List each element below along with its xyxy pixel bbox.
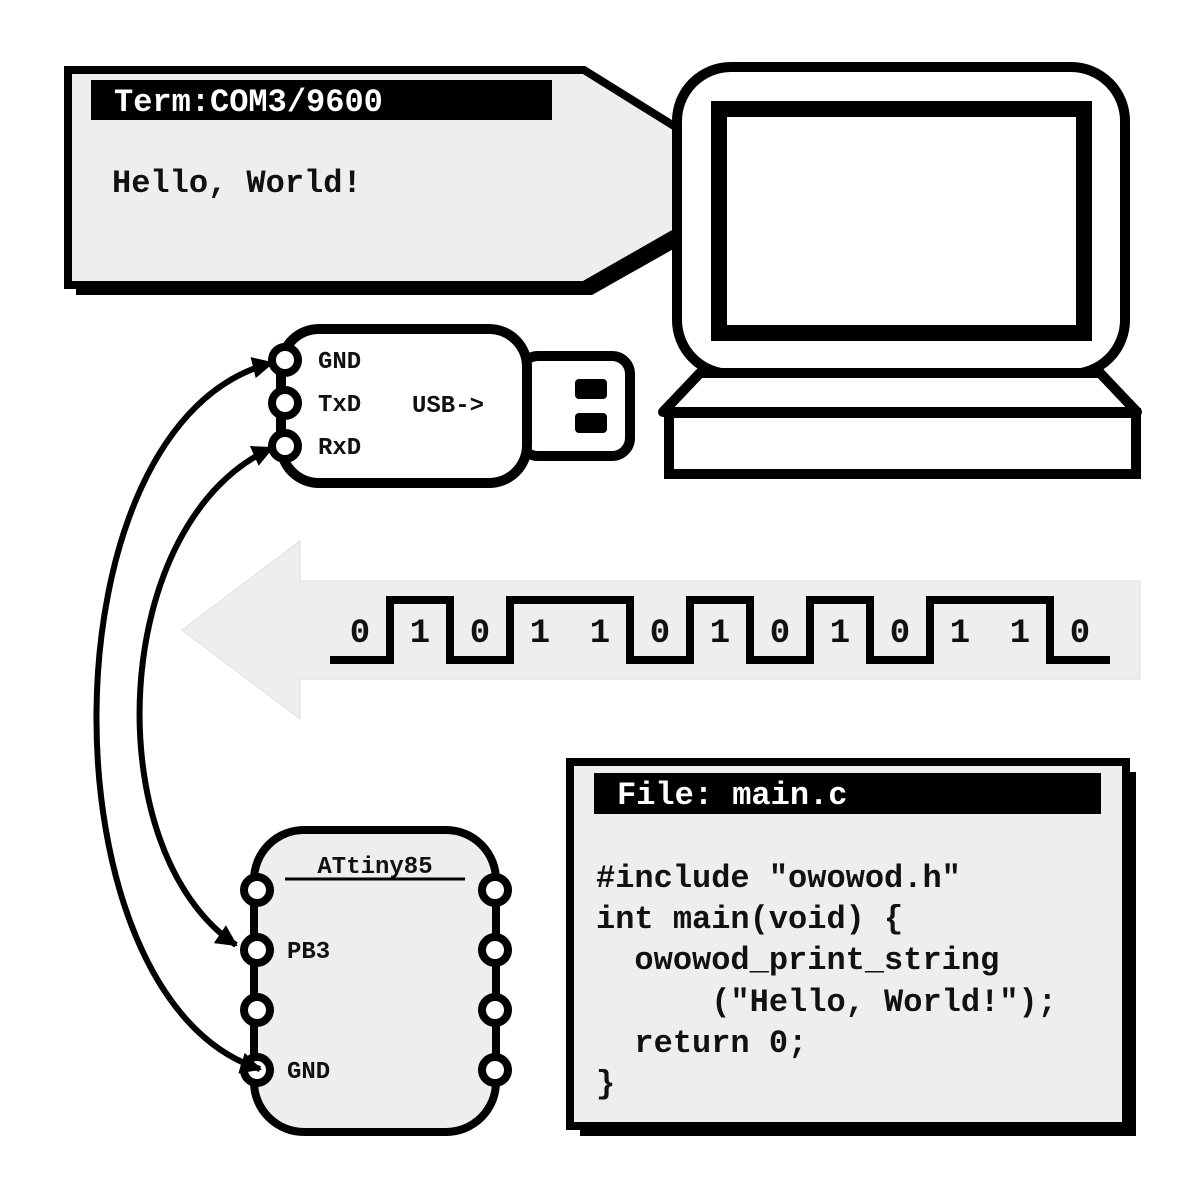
connection-wires xyxy=(93,357,275,1074)
code-line-1: #include "owowod.h" xyxy=(596,860,961,897)
chip-pin-left-1 xyxy=(240,873,274,907)
laptop-icon xyxy=(658,62,1142,479)
wire-gnd-to-gnd xyxy=(93,357,275,1074)
bit-label: 0 xyxy=(1070,615,1090,653)
usb-pin-label-txd: TxD xyxy=(318,392,361,419)
chip-pin-left-2 xyxy=(240,933,274,967)
bit-label: 0 xyxy=(350,615,370,653)
usb-pin-gnd xyxy=(268,343,302,377)
chip-pin-label-pb3: PB3 xyxy=(287,939,330,966)
bit-label: 0 xyxy=(650,615,670,653)
usb-pin-label-rxd: RxD xyxy=(318,435,361,462)
file-title: File: main.c xyxy=(617,777,847,814)
terminal-output: Hello, World! xyxy=(112,165,362,202)
chip-pin-label-gnd: GND xyxy=(287,1059,330,1086)
microcontroller-chip-icon: ATtiny85 PB3 GND xyxy=(240,826,512,1136)
waveform-line xyxy=(330,596,1110,664)
bit-label: 1 xyxy=(530,615,550,653)
chip-pin-left-3 xyxy=(240,993,274,1027)
bitstream-waveform: 0 1 0 1 1 0 1 0 1 0 1 1 0 xyxy=(330,596,1110,664)
code-line-5: return 0; xyxy=(596,1025,807,1062)
code-line-4: ("Hello, World!"); xyxy=(596,984,1057,1021)
bit-label: 0 xyxy=(470,615,490,653)
bit-label: 0 xyxy=(890,615,910,653)
usb-serial-adapter-icon: GND TxD RxD USB-> xyxy=(268,324,635,488)
code-line-6: } xyxy=(596,1066,615,1103)
usb-pin-label-gnd: GND xyxy=(318,349,361,376)
file-title-bar xyxy=(594,773,1101,814)
bit-label: 0 xyxy=(770,615,790,653)
wire-pb3-to-rxd xyxy=(136,445,274,948)
bit-label: 1 xyxy=(410,615,430,653)
usb-connector-label: USB-> xyxy=(412,393,484,420)
bit-label: 1 xyxy=(590,615,610,653)
bit-label: 1 xyxy=(950,615,970,653)
terminal-window: Term:COM3/9600 Hello, World! xyxy=(64,66,778,295)
chip-pin-right-4 xyxy=(478,1053,512,1087)
usb-pin-txd xyxy=(268,386,302,420)
chip-pin-right-3 xyxy=(478,993,512,1027)
data-direction-arrow-icon xyxy=(181,539,1141,721)
code-line-3: owowod_print_string xyxy=(596,942,999,979)
terminal-title: Term:COM3/9600 xyxy=(114,84,383,121)
usb-pin-rxd xyxy=(268,429,302,463)
chip-pin-right-1 xyxy=(478,873,512,907)
source-file-window: File: main.c #include "owowod.h" int mai… xyxy=(566,758,1136,1136)
bit-label: 1 xyxy=(830,615,850,653)
chip-pin-right-2 xyxy=(478,933,512,967)
bit-label: 1 xyxy=(710,615,730,653)
bit-label: 1 xyxy=(1010,615,1030,653)
code-line-2: int main(void) { xyxy=(596,901,903,938)
bit-labels: 0 1 0 1 1 0 1 0 1 0 1 1 0 xyxy=(350,615,1090,653)
chip-name: ATtiny85 xyxy=(317,854,432,881)
terminal-title-bar xyxy=(91,80,552,120)
